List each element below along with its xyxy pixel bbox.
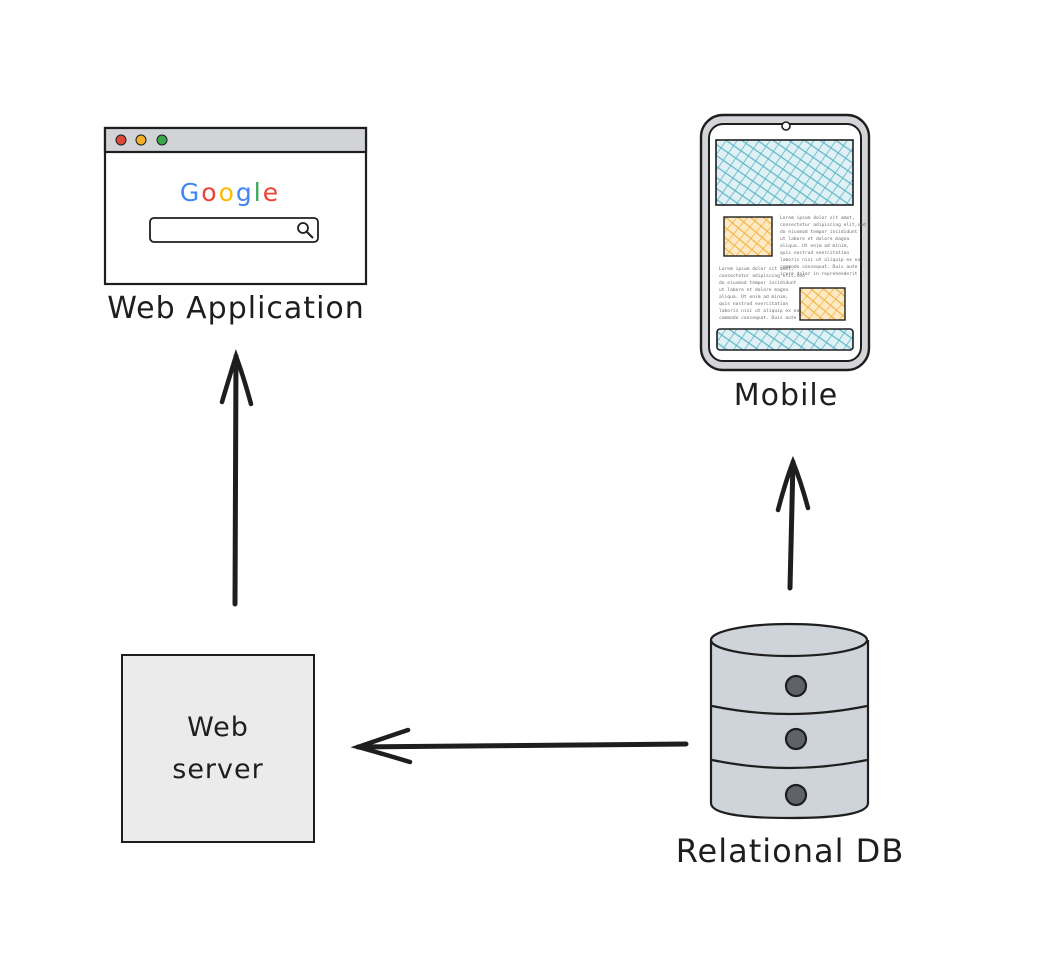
database-icon xyxy=(709,622,870,820)
arrow-db-to-mobile xyxy=(775,455,811,591)
relational-db-label: Relational DB xyxy=(676,832,905,870)
logo-letter-4: g xyxy=(236,178,254,207)
mobile-phone-icon: Lorem ipsum dolor sit amet, consectetur … xyxy=(699,113,871,372)
text-line: aliqua. Ut enim ad minim, xyxy=(719,294,788,300)
mobile-text-block-2: Lorem ipsum dolor sit amet, consectetur … xyxy=(719,266,805,321)
text-line: Lorem ipsum dolor sit amet, xyxy=(719,266,794,272)
text-line: quis nostrud exercitation xyxy=(780,250,849,256)
text-line: laboris nisi ut aliquip ex ea xyxy=(780,257,860,263)
logo-letter-1: G xyxy=(180,178,201,207)
text-line: laboris nisi ut aliquip ex ea xyxy=(719,308,799,314)
db-disk-indicator xyxy=(784,783,808,807)
phone-camera xyxy=(781,121,791,131)
web-server-label-line-2: server xyxy=(172,754,263,785)
text-line: consectetur adipiscing elit,sed xyxy=(719,273,805,279)
mobile-text-block-1: Lorem ipsum dolor sit amet, consectetur … xyxy=(780,215,866,277)
mobile-label: Mobile xyxy=(734,378,838,413)
web-server-node: Web server xyxy=(121,654,315,843)
window-close-dot xyxy=(115,134,127,146)
text-line: commodo consequat. Duis aute xyxy=(719,315,797,321)
text-line: irure dolor in reprehenderit xyxy=(780,271,858,277)
logo-letter-6: e xyxy=(263,178,280,207)
window-maximize-dot xyxy=(156,134,168,146)
text-line: aliqua. Ut enim ad minim, xyxy=(780,243,849,249)
text-line: do eiusmod tempor incididunt xyxy=(780,229,858,235)
relational-db-node: Relational DB xyxy=(676,622,905,870)
web-application-label: Web Application xyxy=(107,291,365,326)
text-line: Lorem ipsum dolor sit amet, xyxy=(780,215,855,221)
search-icon xyxy=(297,222,314,239)
arrow-db-to-server xyxy=(350,727,689,765)
arrow-server-to-webapp xyxy=(219,349,254,607)
logo-letter-2: o xyxy=(201,178,218,207)
web-server-label-line-1: Web xyxy=(187,712,249,743)
db-disk-indicator xyxy=(784,727,808,751)
text-line: do eiusmod tempor incididunt xyxy=(719,280,797,286)
mobile-image-1 xyxy=(723,216,773,257)
window-minimize-dot xyxy=(135,134,147,146)
mobile-footer-banner xyxy=(716,328,854,351)
logo-letter-3: o xyxy=(219,178,236,207)
logo-letter-5: l xyxy=(254,178,263,207)
text-line: quis nostrud exercitation xyxy=(719,301,788,307)
mobile-node: Lorem ipsum dolor sit amet, consectetur … xyxy=(699,113,871,413)
web-application-node: Google Web Application xyxy=(103,126,368,326)
search-box xyxy=(149,217,319,243)
text-line: ut labore et dolore magna xyxy=(719,287,788,293)
db-disk-indicator xyxy=(784,674,808,698)
mobile-header-banner xyxy=(715,139,854,206)
text-line: commodo consequat. Duis aute xyxy=(780,264,858,270)
web-server-box xyxy=(121,654,315,843)
browser-window-icon: Google xyxy=(103,126,368,286)
text-line: consectetur adipiscing elit,sed xyxy=(780,222,866,228)
google-logo: Google xyxy=(180,178,280,207)
mobile-image-2 xyxy=(799,287,846,321)
text-line: ut labore et dolore magna xyxy=(780,236,849,242)
